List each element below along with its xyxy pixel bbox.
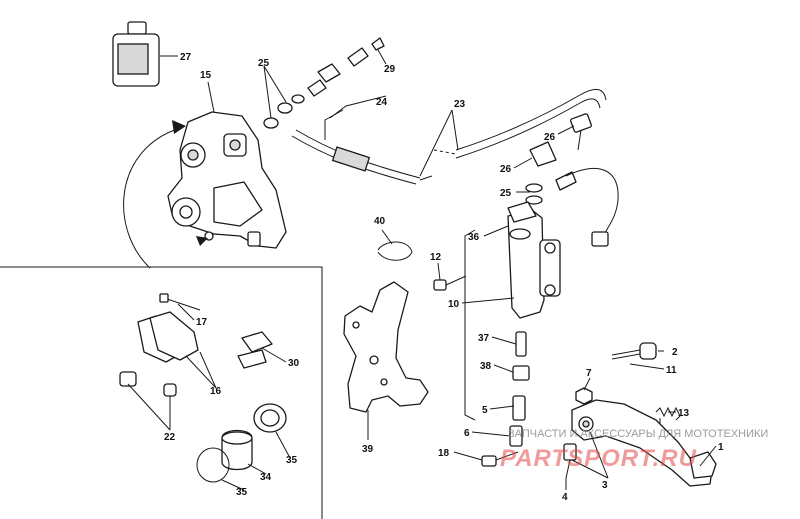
callout-25: 25 bbox=[258, 58, 270, 69]
watermark-caption: ЗАПЧАСТИ И АКСЕССУАРЫ ДЛЯ МОТОТЕХНИКИ bbox=[508, 428, 768, 440]
watermark-logo: PARTSPORT.RU bbox=[500, 445, 697, 472]
callout-1: 1 bbox=[718, 442, 724, 453]
circlip bbox=[377, 241, 413, 261]
brake-fluid-bottle bbox=[112, 21, 160, 87]
callout-23: 23 bbox=[454, 99, 466, 110]
flow-arrow bbox=[123, 120, 208, 269]
master-cylinder-bracket bbox=[343, 281, 429, 413]
callout-10: 10 bbox=[448, 299, 460, 310]
callout-12: 12 bbox=[430, 252, 442, 263]
callout-13: 13 bbox=[678, 408, 690, 419]
callout-27: 27 bbox=[180, 52, 192, 63]
callout-22: 22 bbox=[164, 432, 176, 443]
callout-35: 35 bbox=[286, 455, 298, 466]
callout-15: 15 bbox=[200, 70, 212, 81]
callout-2: 2 bbox=[672, 347, 678, 358]
callout-24: 24 bbox=[376, 97, 388, 108]
inset-parts bbox=[119, 293, 287, 483]
callout-29: 29 bbox=[384, 64, 396, 75]
callout-25: 25 bbox=[500, 188, 512, 199]
hex-nut bbox=[575, 387, 593, 405]
watermark: ЗАПЧАСТИ И АКСЕССУАРЫ ДЛЯ МОТОТЕХНИКИ PA… bbox=[500, 428, 768, 472]
callout-37: 37 bbox=[478, 333, 490, 344]
callout-11: 11 bbox=[666, 365, 677, 376]
pedal-stop-bolt bbox=[611, 342, 657, 360]
callout-36: 36 bbox=[468, 232, 480, 243]
rear-brake-pedal bbox=[571, 399, 717, 487]
leader-lines bbox=[127, 49, 717, 491]
callout-16: 16 bbox=[210, 386, 222, 397]
pivot-bolts bbox=[481, 425, 577, 479]
callout-6: 6 bbox=[464, 428, 470, 439]
brake-hose bbox=[291, 88, 607, 185]
callout-3: 3 bbox=[602, 480, 608, 491]
callout-4: 4 bbox=[562, 492, 568, 503]
callout-30: 30 bbox=[288, 358, 300, 369]
callout-5: 5 bbox=[482, 405, 488, 416]
banjo-washers-and-bleeder bbox=[263, 37, 385, 129]
rear-brake-caliper bbox=[167, 111, 287, 249]
callout-26: 26 bbox=[544, 132, 556, 143]
callout-numbers: 27 15 25 24 29 23 26 26 25 36 40 12 10 3… bbox=[164, 52, 724, 503]
pushrod-components bbox=[512, 331, 530, 421]
callout-18: 18 bbox=[438, 448, 450, 459]
callout-39: 39 bbox=[362, 444, 374, 455]
hose-fittings bbox=[525, 113, 619, 247]
callout-35: 35 bbox=[236, 487, 248, 498]
callout-40: 40 bbox=[374, 216, 386, 227]
rear-master-cylinder bbox=[507, 201, 561, 319]
mounting-bolt bbox=[433, 275, 467, 291]
callout-38: 38 bbox=[480, 361, 492, 372]
callout-34: 34 bbox=[260, 472, 272, 483]
callout-7: 7 bbox=[586, 368, 592, 379]
callout-26: 26 bbox=[500, 164, 512, 175]
callout-17: 17 bbox=[196, 317, 208, 328]
